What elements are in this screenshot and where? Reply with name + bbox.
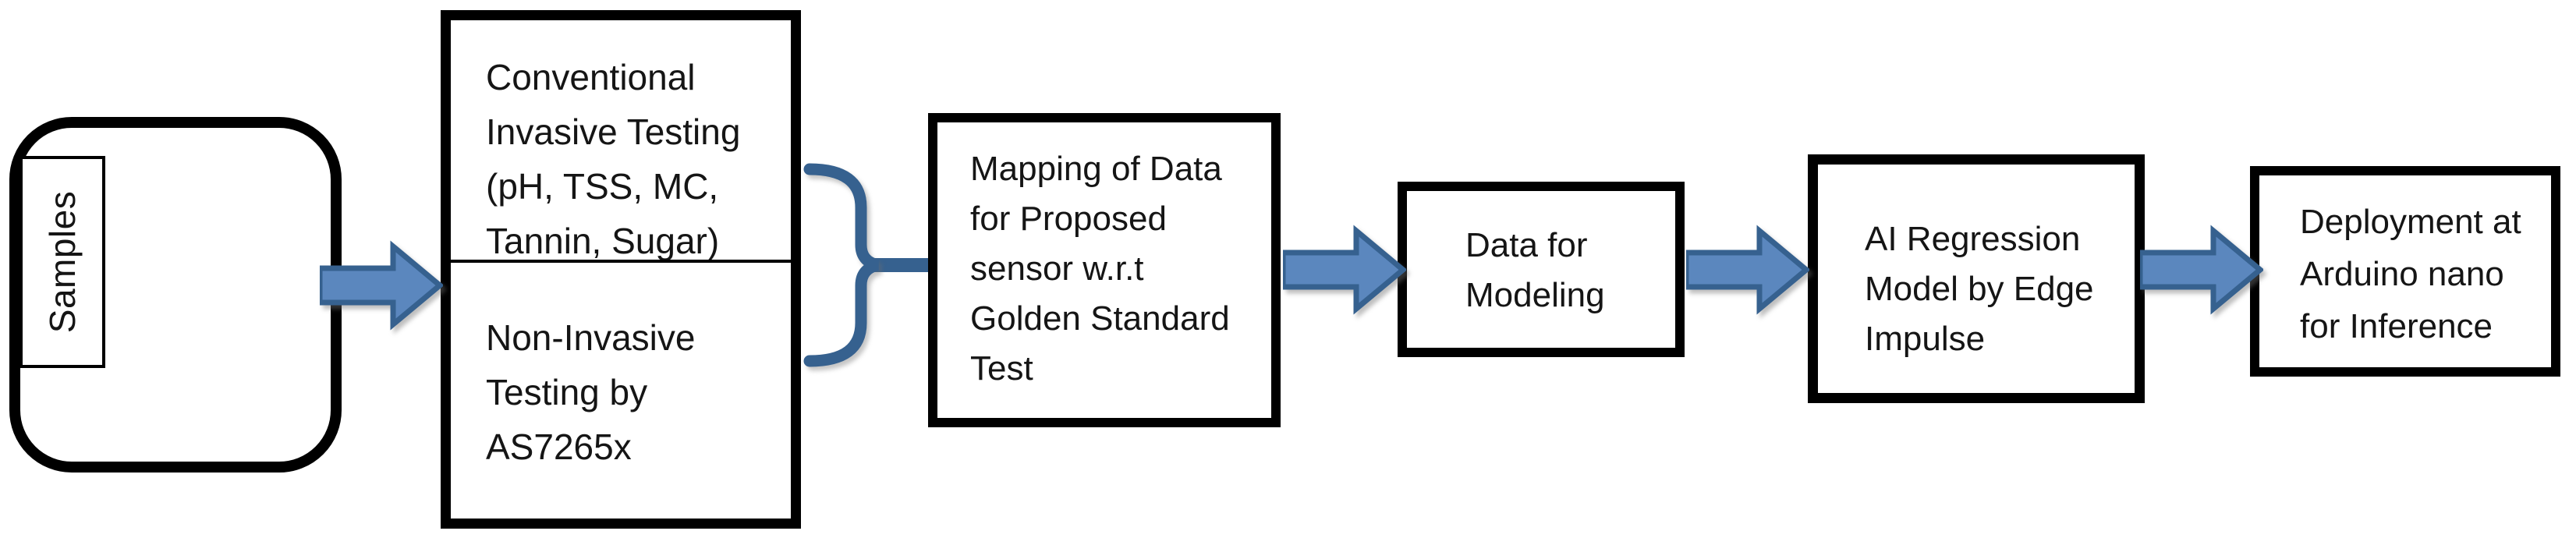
- text-line: Testing by: [486, 372, 648, 412]
- right-arrow-connector-4: [2140, 225, 2263, 315]
- text-line: (pH, TSS, MC,: [486, 166, 719, 207]
- curly-brace-connector: [803, 163, 880, 367]
- flow-node-ai-regression: AI Regression Model by Edge Impulse: [1808, 154, 2145, 403]
- right-arrow-connector-3: [1686, 225, 1809, 315]
- text-line: for Inference: [2300, 307, 2493, 345]
- text-line: Arduino nano: [2300, 255, 2504, 293]
- text-line: Tannin, Sugar): [486, 221, 720, 261]
- text-line: Deployment at: [2300, 203, 2521, 241]
- text-line: Impulse: [1865, 320, 1986, 358]
- flow-node-mapping: Mapping of Data for Proposed sensor w.r.…: [928, 113, 1281, 427]
- non-invasive-testing-text: Non-Invasive Testing by AS7265x: [486, 310, 695, 474]
- right-arrow-icon: [1686, 225, 1809, 315]
- right-arrow-icon: [320, 240, 443, 331]
- text-line: Non-Invasive: [486, 317, 696, 358]
- mapping-text: Mapping of Data for Proposed sensor w.r.…: [970, 144, 1230, 394]
- text-line: Golden Standard: [970, 299, 1230, 338]
- right-arrow-connector-2: [1283, 225, 1406, 315]
- text-line: Invasive Testing: [486, 111, 741, 152]
- samples-label-text: Samples: [42, 190, 83, 334]
- text-line: AS7265x: [486, 427, 632, 467]
- text-line: AI Regression: [1865, 220, 2081, 258]
- text-line: Modeling: [1465, 276, 1605, 314]
- text-line: Mapping of Data: [970, 150, 1222, 188]
- flow-node-deployment: Deployment at Arduino nano for Inference: [2250, 166, 2560, 377]
- ai-regression-text: AI Regression Model by Edge Impulse: [1865, 214, 2094, 364]
- brace-to-box-bar: [873, 258, 931, 272]
- text-line: for Proposed: [970, 200, 1167, 238]
- flow-node-testing: Conventional Invasive Testing (pH, TSS, …: [441, 10, 801, 529]
- text-line: Conventional: [486, 57, 696, 97]
- right-arrow-connector-1: [320, 240, 443, 331]
- conventional-testing-text: Conventional Invasive Testing (pH, TSS, …: [486, 50, 740, 268]
- flow-node-data-modeling: Data for Modeling: [1398, 182, 1685, 357]
- text-line: Data for: [1465, 226, 1588, 264]
- testing-divider-line: [451, 260, 791, 263]
- text-line: sensor w.r.t: [970, 250, 1144, 288]
- right-arrow-icon: [1283, 225, 1406, 315]
- deployment-text: Deployment at Arduino nano for Inference: [2300, 196, 2521, 352]
- text-line: Test: [970, 349, 1033, 388]
- samples-label-box: Samples: [19, 156, 105, 368]
- data-modeling-text: Data for Modeling: [1465, 221, 1605, 320]
- right-arrow-icon: [2140, 225, 2263, 315]
- text-line: Model by Edge: [1865, 270, 2094, 308]
